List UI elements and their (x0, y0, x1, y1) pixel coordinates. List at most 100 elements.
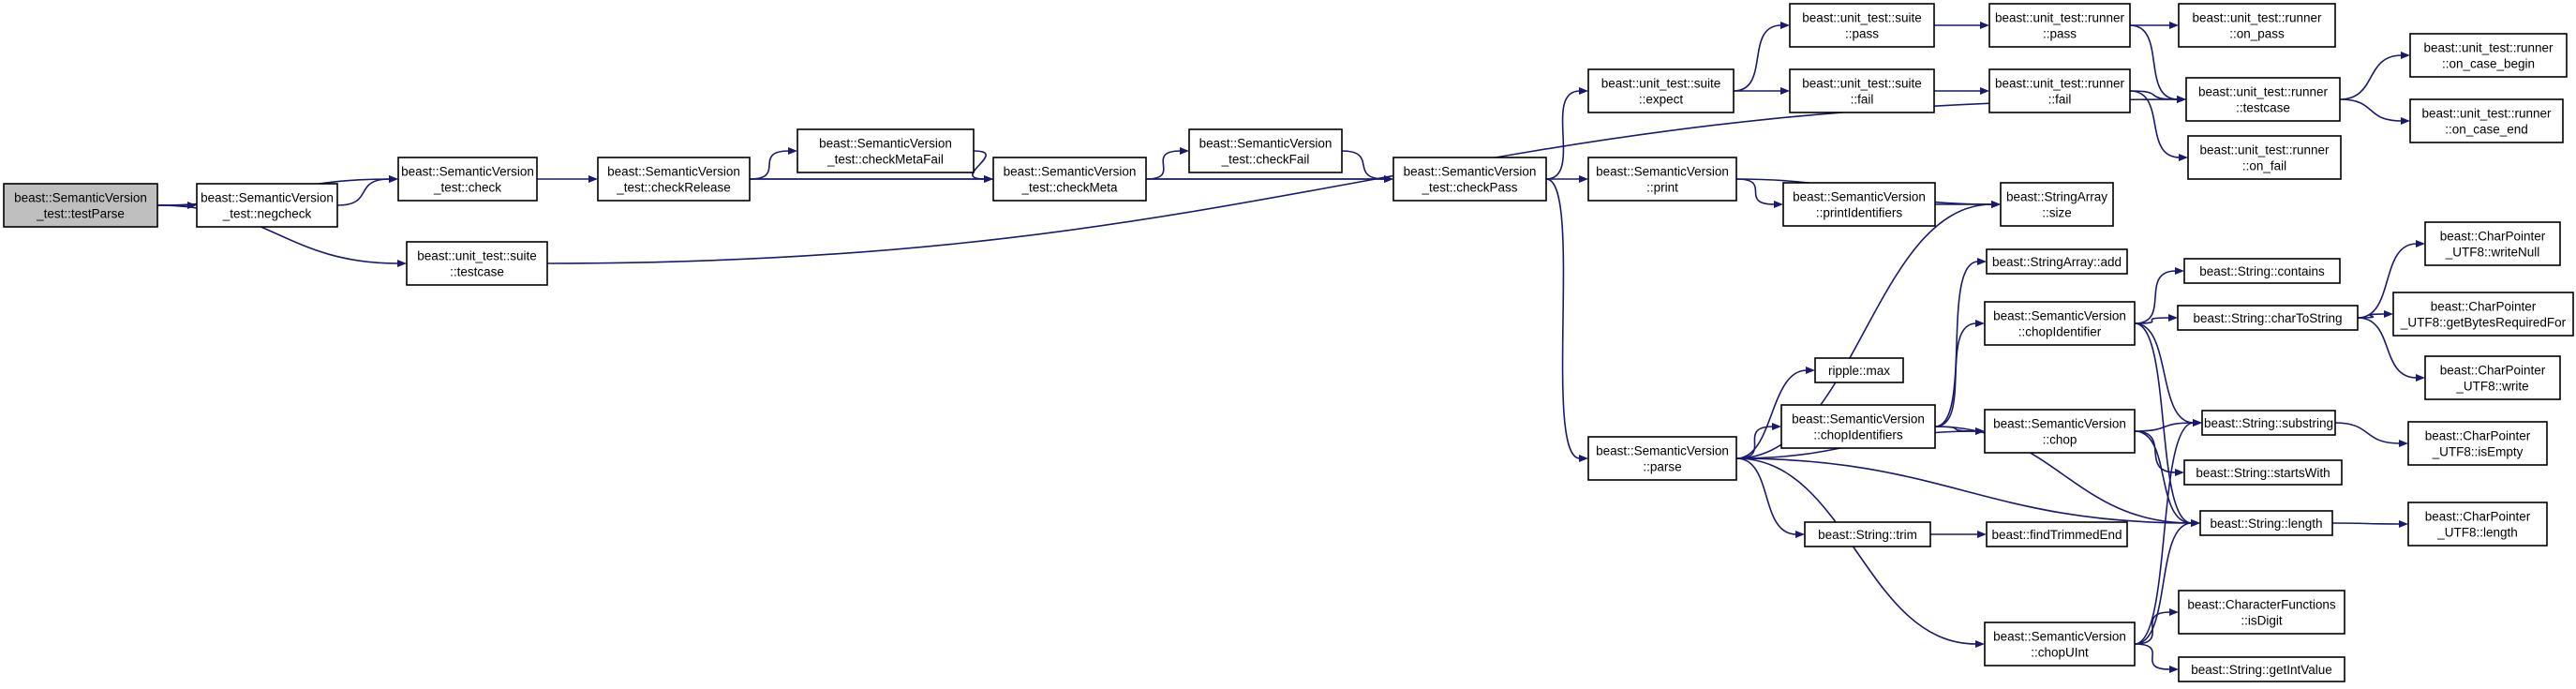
node-char-to-string[interactable]: beast::String::charToString (2177, 305, 2359, 331)
node-label: ::fail (2048, 93, 2072, 107)
node-label: ::chop (2043, 433, 2077, 447)
node-string-array-add[interactable]: beast::StringArray::add (1986, 248, 2128, 275)
node-label: beast::SemanticVersion (1004, 165, 1137, 179)
node-ripple-max[interactable]: ripple::max (1814, 357, 1904, 383)
node-label: ::isDigit (2241, 614, 2283, 628)
node-is-empty[interactable]: beast::CharPointer_UTF8::isEmpty (2407, 421, 2548, 466)
node-negcheck[interactable]: beast::SemanticVersion_test::negcheck (196, 183, 338, 228)
node-substring[interactable]: beast::String::substring (2201, 410, 2336, 436)
node-label: ::chopIdentifiers (1813, 428, 1903, 442)
node-label: beast::SemanticVersion (607, 165, 740, 179)
node-label: beast::SemanticVersion (14, 191, 147, 205)
node-check-meta-fail[interactable]: beast::SemanticVersion_test::checkMetaFa… (797, 128, 975, 173)
node-check-release[interactable]: beast::SemanticVersion_test::checkReleas… (597, 157, 751, 202)
node-chop[interactable]: beast::SemanticVersion::chop (1984, 409, 2136, 454)
edge-check-meta-fail-to-check-meta (972, 150, 993, 183)
node-expect[interactable]: beast::unit_test::suite::expect (1587, 68, 1735, 113)
edge-parse-to-chop-identifiers (1735, 423, 1781, 459)
node-on-case-end[interactable]: beast::unit_test::runner::on_case_end (2409, 98, 2564, 143)
node-label: beast::findTrimmedEnd (1991, 528, 2122, 542)
edge-check-pass-to-expect (1545, 87, 1588, 180)
node-label: beast::SemanticVersion (1596, 444, 1729, 458)
edge-check-pass-to-parse (1545, 178, 1588, 462)
node-on-fail[interactable]: beast::unit_test::runner::on_fail (2187, 135, 2342, 180)
node-runner-fail[interactable]: beast::unit_test::runner::fail (1988, 68, 2131, 113)
node-label: ::expect (1639, 93, 1684, 107)
edge-check-release-to-check-meta-fail (749, 147, 797, 180)
node-label: beast::SemanticVersion (201, 191, 334, 205)
edge-runner-fail-to-runner-testcase (2129, 90, 2186, 103)
node-chop-identifiers[interactable]: beast::SemanticVersion::chopIdentifiers (1780, 404, 1936, 449)
node-suite-fail[interactable]: beast::unit_test::suite::fail (1789, 68, 1935, 113)
node-label: beast::SemanticVersion (401, 165, 534, 179)
node-label: _UTF8::length (2436, 526, 2518, 540)
node-on-case-begin[interactable]: beast::unit_test::runner::on_case_begin (2409, 33, 2568, 78)
node-print[interactable]: beast::SemanticVersion::print (1587, 157, 1737, 202)
node-write-null[interactable]: beast::CharPointer_UTF8::writeNull (2424, 221, 2561, 266)
node-runner-pass[interactable]: beast::unit_test::runner::pass (1988, 3, 2131, 48)
node-label: beast::String::getIntValue (2191, 663, 2332, 677)
node-label: beast::unit_test::runner (1995, 11, 2125, 25)
node-label: beast::unit_test::suite (1802, 11, 1922, 25)
edge-chop-uint-to-get-int-value (2134, 643, 2179, 673)
node-suite-testcase[interactable]: beast::unit_test::suite::testcase (406, 241, 548, 286)
node-string-array-size[interactable]: beast::StringArray::size (2000, 182, 2114, 227)
node-print-identifiers[interactable]: beast::SemanticVersion::printIdentifiers (1782, 182, 1936, 227)
edge-length-to-utf8-length (2331, 520, 2408, 528)
node-label: beast::CharPointer (2440, 230, 2546, 244)
node-contains[interactable]: beast::String::contains (2183, 258, 2341, 284)
edge-parse-to-chop-uint (1735, 457, 1985, 648)
edge-runner-pass-to-on-pass (2130, 22, 2179, 29)
node-check[interactable]: beast::SemanticVersion_test::check (397, 157, 538, 202)
node-label: beast::unit_test::runner (2421, 107, 2552, 121)
node-runner-testcase[interactable]: beast::unit_test::runner::testcase (2185, 77, 2341, 122)
edge-check-meta-to-check-fail (1145, 147, 1189, 180)
edge-runner-fail-to-on-fail (2129, 90, 2188, 161)
node-find-trimmed-end[interactable]: beast::findTrimmedEnd (1986, 521, 2128, 547)
edge-chop-identifier-to-substring (2134, 322, 2202, 427)
node-label: ::size (2042, 206, 2072, 220)
node-label: beast::CharPointer (2425, 429, 2531, 443)
node-label: _UTF8::writeNull (2445, 246, 2540, 260)
node-label: beast::SemanticVersion (1404, 165, 1537, 179)
node-parse[interactable]: beast::SemanticVersion::parse (1587, 436, 1737, 481)
node-on-pass[interactable]: beast::unit_test::runner::on_pass (2178, 3, 2336, 48)
node-trim[interactable]: beast::String::trim (1804, 521, 1931, 547)
edge-chop-uint-to-is-digit (2134, 608, 2179, 645)
node-starts-with[interactable]: beast::String::startsWith (2183, 459, 2343, 486)
edge-negcheck-to-check (336, 175, 398, 206)
node-label: beast::String::contains (2199, 264, 2325, 278)
node-label: ::pass (2043, 27, 2077, 41)
node-get-bytes-required-for[interactable]: beast::CharPointer_UTF8::getBytesRequire… (2392, 292, 2574, 337)
node-label: beast::unit_test::suite (1802, 77, 1922, 91)
node-label: ::pass (1845, 27, 1879, 41)
edge-runner-testcase-to-on-case-end (2339, 98, 2410, 125)
node-label: beast::SemanticVersion (1993, 417, 2126, 431)
node-chop-identifier[interactable]: beast::SemanticVersion::chopIdentifier (1984, 301, 2136, 346)
node-utf8-length[interactable]: beast::CharPointer_UTF8::length (2407, 502, 2548, 547)
node-label: beast::CharPointer (2431, 300, 2537, 314)
node-suite-pass[interactable]: beast::unit_test::suite::pass (1789, 3, 1935, 48)
edge-layer (156, 22, 2425, 673)
edge-expect-to-suite-fail (1734, 87, 1790, 95)
node-label: beast::String::trim (1818, 528, 1917, 542)
node-label: ::fail (1851, 93, 1874, 107)
node-check-pass[interactable]: beast::SemanticVersion_test::checkPass (1392, 157, 1547, 202)
node-label: ::printIdentifiers (1816, 206, 1903, 220)
node-label: ::print (1646, 181, 1678, 195)
node-label: ::on_pass (2229, 27, 2285, 41)
edge-suite-fail-to-runner-fail (1934, 87, 1989, 95)
node-layer: beast::SemanticVersion_test::testParsebe… (3, 3, 2574, 682)
node-check-fail[interactable]: beast::SemanticVersion_test::checkFail (1188, 128, 1343, 173)
node-label: beast::unit_test::runner (2423, 41, 2554, 55)
node-is-digit[interactable]: beast::CharacterFunctions::isDigit (2178, 590, 2345, 635)
node-label: beast::CharacterFunctions (2187, 598, 2336, 612)
edge-chop-identifier-to-contains (2134, 267, 2184, 324)
node-chop-uint[interactable]: beast::SemanticVersion::chopUInt (1984, 622, 2136, 667)
node-length[interactable]: beast::String::length (2199, 510, 2333, 536)
node-get-int-value[interactable]: beast::String::getIntValue (2178, 656, 2345, 682)
node-write[interactable]: beast::CharPointer_UTF8::write (2424, 355, 2561, 400)
node-label: _test::negcheck (222, 207, 312, 221)
node-check-meta[interactable]: beast::SemanticVersion_test::checkMeta (992, 157, 1147, 202)
node-label: beast::unit_test::suite (417, 249, 537, 263)
